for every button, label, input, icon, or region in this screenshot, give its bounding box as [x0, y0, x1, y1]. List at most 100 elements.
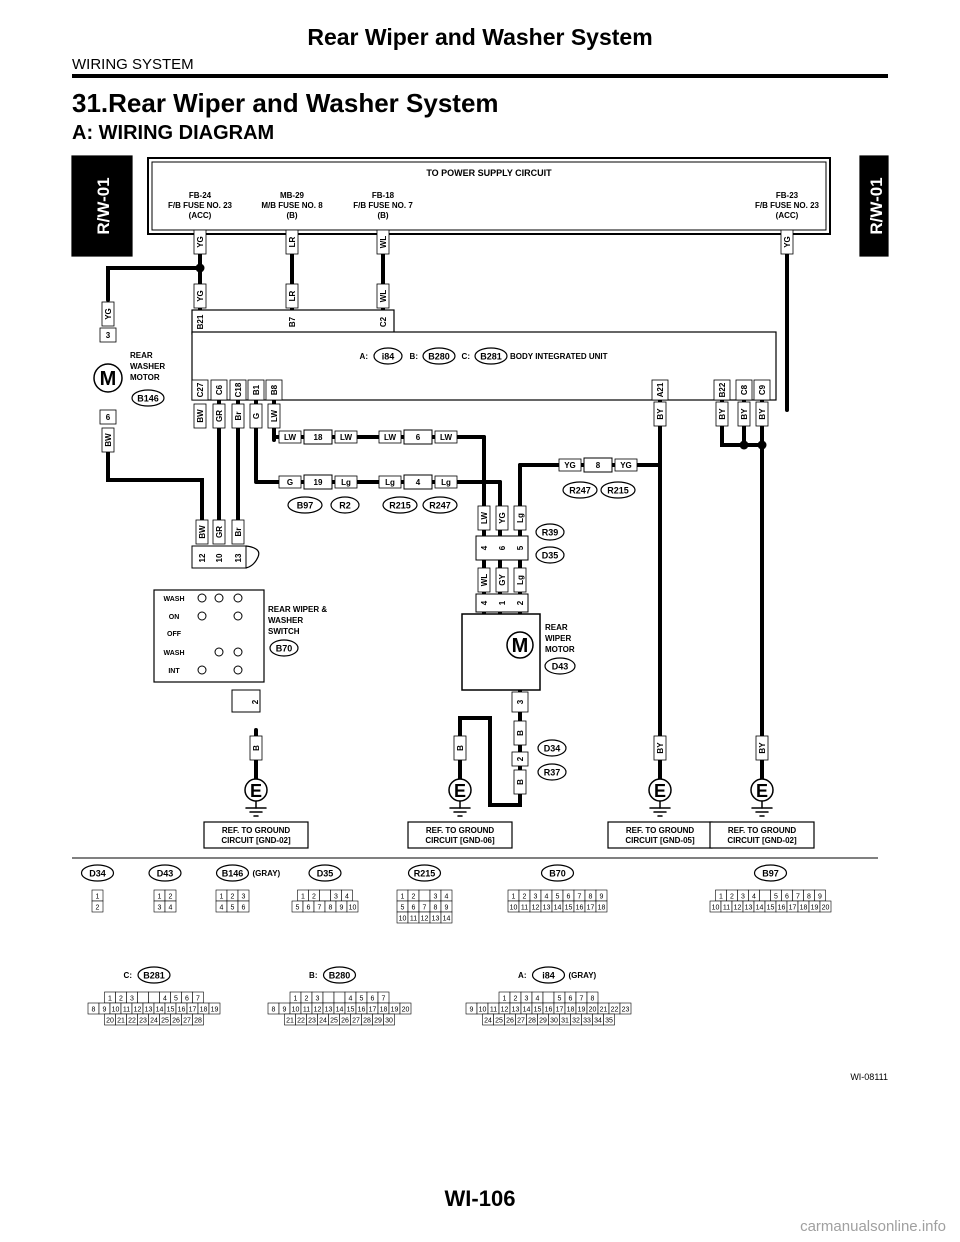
connector-pin-number: 9 [600, 894, 604, 901]
connector-pin-number: 17 [789, 905, 797, 912]
fuse-label: F/B FUSE NO. 7 [353, 201, 413, 210]
switch-contact [197, 611, 207, 621]
connector-pin-number: 15 [534, 1007, 542, 1014]
connector-pin-number: 27 [183, 1018, 191, 1025]
wire-color-box [453, 735, 467, 761]
connector-pin-number: 8 [591, 996, 595, 1003]
connector-pin [192, 1013, 204, 1026]
connector-pin-number: 14 [554, 905, 562, 912]
connector-pin-number: 3 [334, 894, 338, 901]
joint-number: 6 [498, 545, 507, 550]
connector-pin-number: 35 [605, 1018, 613, 1025]
connector-pin-number: 24 [319, 1018, 327, 1025]
connector-pin-number: 4 [545, 894, 549, 901]
connector-pin-number: 12 [532, 905, 540, 912]
connector-pin-number: 5 [231, 905, 235, 912]
wire-color-box [231, 403, 245, 429]
connector-name: D34 [89, 869, 106, 879]
wire-color-label: Lg [341, 478, 351, 487]
wire-color-box [193, 229, 207, 255]
wire-color-label: BW [104, 433, 113, 447]
wiper-motor-conn [544, 657, 576, 675]
pin-number: 1 [498, 600, 507, 605]
connector-pin-number: 6 [307, 905, 311, 912]
connector-pin-number: 20 [106, 1018, 114, 1025]
wire-color-label: BY [718, 408, 727, 420]
ground-ref-label: REF. TO GROUND [426, 826, 495, 835]
connector-name-oval [531, 966, 566, 984]
connector-pin-number: 2 [169, 894, 173, 901]
connector-pin-number: 3 [130, 996, 134, 1003]
joint-conn [422, 496, 458, 514]
connector-pin [603, 1013, 615, 1026]
joint-conn [287, 496, 323, 514]
wire-color-label: WL [379, 290, 388, 303]
fuse-label: (ACC) [189, 211, 212, 220]
connector-pin-number: 1 [512, 894, 516, 901]
connector-pin-number: 3 [741, 894, 745, 901]
connector-pin-number: 20 [402, 1007, 410, 1014]
ground-ref-label: CIRCUIT [GND-05] [625, 836, 695, 845]
connector-pin-number: 3 [316, 996, 320, 1003]
connector-pin-number: 3 [434, 894, 438, 901]
connector-pin-number: 1 [294, 996, 298, 1003]
switch-contact [233, 665, 243, 675]
joint-conn [382, 496, 418, 514]
connector-pin-number: 19 [391, 1007, 399, 1014]
connector-pin-number: 1 [220, 894, 224, 901]
ground-circle [244, 778, 268, 802]
connector-pin-number: 2 [96, 905, 100, 912]
connector-key [418, 889, 431, 902]
connector-pin [383, 1013, 395, 1026]
connector-name: D35 [317, 869, 334, 879]
fuse-label: MB-29 [280, 191, 305, 200]
wire-color-label: LR [288, 236, 297, 247]
connector-name: D43 [552, 662, 569, 672]
washer-motor-label: WASHER [130, 362, 165, 371]
connector-pin-number: 8 [329, 905, 333, 912]
connector-pin [91, 900, 104, 913]
connector-pin-number: 22 [297, 1018, 305, 1025]
connector-pin-number: 10 [479, 1007, 487, 1014]
power-title: TO POWER SUPPLY CIRCUIT [426, 168, 552, 178]
junction-dot [757, 440, 767, 450]
ground-ref-label: CIRCUIT [GND-02] [727, 836, 797, 845]
ground-symbol: E [250, 781, 262, 801]
switch-conn [269, 639, 299, 657]
biu-conn-b [422, 347, 456, 365]
wire-color-box [212, 403, 226, 429]
pin-box [511, 691, 529, 713]
connector-pin-number: 26 [172, 1018, 180, 1025]
wire-color-label: WL [379, 236, 388, 249]
wire-color-label: BY [758, 742, 767, 754]
joint-conn [535, 546, 565, 564]
connector-pin-number: 29 [374, 1018, 382, 1025]
connector-pin-number: 21 [600, 1007, 608, 1014]
motor-circle [506, 631, 534, 659]
fuse-label: FB-18 [372, 191, 395, 200]
joint-number: 18 [314, 433, 323, 442]
connector-pin-number: 1 [96, 894, 100, 901]
wire-color-label: Lg [441, 478, 451, 487]
connector-name-oval [80, 864, 115, 882]
biu-pin: B1 [252, 384, 261, 395]
biu-prefix: C: [462, 352, 470, 361]
connector-pin-number: 22 [611, 1007, 619, 1014]
connector-pin-number: 6 [371, 996, 375, 1003]
connector-pin-number: 3 [158, 905, 162, 912]
wire-color-label: LR [288, 290, 297, 301]
ground-ref-box [709, 821, 815, 849]
connector-prefix: A: [518, 971, 526, 980]
wire-color-label: YG [783, 236, 792, 248]
switch-contact [233, 593, 243, 603]
connector-pin-number: 28 [363, 1018, 371, 1025]
connector-pin-number: 11 [303, 1007, 310, 1014]
connector-pin-number: 12 [421, 916, 429, 923]
connector-pin-number: 11 [410, 916, 417, 923]
connector-pin-number: 12 [501, 1007, 509, 1014]
wire [106, 438, 204, 532]
pin-box [99, 409, 117, 425]
switch-position: OFF [167, 631, 182, 638]
connector-name-oval [322, 966, 357, 984]
